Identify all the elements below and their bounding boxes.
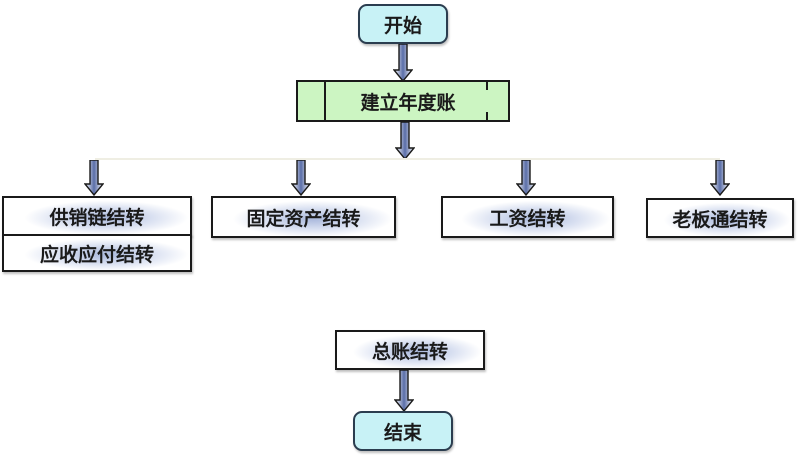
arrow-down-icon <box>393 44 413 82</box>
fixed-assets-transfer-node: 固定资产结转 <box>211 196 396 238</box>
branch-connector-line <box>95 158 720 160</box>
payroll-transfer-node: 工资结转 <box>441 196 614 238</box>
general-ledger-label: 总账结转 <box>371 340 448 363</box>
setup-label: 建立年度账 <box>360 91 456 114</box>
setup-annual-account-node: 建立年度账 <box>296 80 510 122</box>
fixed-assets-label: 固定资产结转 <box>246 207 361 230</box>
arrow-down-icon <box>394 370 414 412</box>
supply-chain-transfer-node: 供销链结转 <box>2 196 192 236</box>
end-node: 结束 <box>353 411 453 451</box>
start-label: 开始 <box>383 14 422 37</box>
end-label: 结束 <box>383 421 422 444</box>
arrow-down-icon <box>710 160 730 196</box>
receivable-payable-label: 应收应付结转 <box>39 243 154 266</box>
arrow-down-icon <box>291 160 311 196</box>
arrow-down-icon <box>395 122 415 160</box>
predef-left-bar <box>324 82 326 120</box>
arrow-down-icon <box>84 160 104 196</box>
arrow-down-icon <box>516 160 536 196</box>
receivable-payable-transfer-node: 应收应付结转 <box>2 234 192 272</box>
general-ledger-transfer-node: 总账结转 <box>335 330 485 370</box>
boss-pass-transfer-node: 老板通结转 <box>646 198 794 238</box>
start-node: 开始 <box>358 4 448 44</box>
predef-right-tick-bottom <box>486 112 488 120</box>
boss-pass-label: 老板通结转 <box>672 208 768 231</box>
payroll-label: 工资结转 <box>489 207 566 230</box>
predef-right-tick-top <box>486 82 488 90</box>
supply-chain-label: 供销链结转 <box>49 206 145 229</box>
